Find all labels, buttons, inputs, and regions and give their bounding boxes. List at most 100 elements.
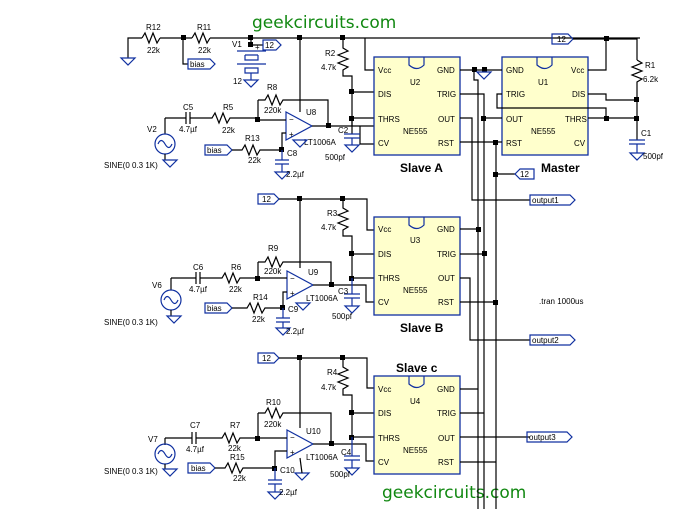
- junction: [280, 305, 285, 310]
- net-label-bias[interactable]: bias: [204, 302, 233, 314]
- opamp-u10-icon: [286, 428, 315, 460]
- u8-ref: U8: [306, 108, 317, 117]
- junction: [181, 35, 186, 40]
- r1-value: 6.2k: [643, 75, 659, 84]
- r15-ref: R15: [230, 453, 245, 462]
- svg-text:12: 12: [262, 354, 271, 363]
- c1-value: 500pf: [643, 152, 664, 161]
- svg-text:−: −: [290, 433, 295, 442]
- svg-text:DIS: DIS: [378, 250, 391, 259]
- c6-value: 4.7µf: [189, 285, 208, 294]
- net-label-12[interactable]: 12: [257, 352, 280, 364]
- junction: [634, 97, 639, 102]
- svg-text:+: +: [290, 289, 295, 298]
- v7-ref: V7: [148, 435, 158, 444]
- junction: [297, 196, 302, 201]
- svg-text:U2: U2: [410, 78, 421, 87]
- svg-text:bias: bias: [207, 304, 222, 313]
- net-label-bias[interactable]: bias: [187, 58, 216, 70]
- junction: [349, 89, 354, 94]
- slave-c-connections: output3: [460, 388, 573, 463]
- r6-value: 22k: [229, 285, 243, 294]
- svg-text:NE555: NE555: [403, 286, 428, 295]
- c2-value: 500pf: [325, 153, 346, 162]
- svg-text:12: 12: [262, 195, 271, 204]
- net-label-12[interactable]: 12: [257, 193, 280, 205]
- junction: [329, 282, 334, 287]
- svg-text:GND: GND: [506, 66, 524, 75]
- watermark-bottom: geekcircuits.com: [382, 483, 526, 503]
- svg-text:U1: U1: [538, 78, 549, 87]
- junction: [279, 147, 284, 152]
- u10-ref: U10: [306, 427, 321, 436]
- c10-value: 2.2µf: [279, 488, 298, 497]
- v2-value: SINE(0 0.3 1K): [104, 161, 158, 170]
- r12-ref: R12: [146, 23, 161, 32]
- svg-text:Vcc: Vcc: [378, 66, 391, 75]
- v1-value: 12: [233, 77, 242, 86]
- r4-ref: R4: [327, 368, 338, 377]
- r5-value: 22k: [222, 126, 236, 135]
- junction: [297, 355, 302, 360]
- svg-text:+: +: [289, 130, 294, 139]
- net-label-12[interactable]: 12: [514, 168, 535, 180]
- v1-battery-icon: [237, 50, 266, 80]
- svg-text:THRS: THRS: [565, 115, 587, 124]
- spice-directive[interactable]: .tran 1000us: [539, 297, 583, 306]
- svg-text:TRIG: TRIG: [437, 250, 456, 259]
- svg-text:DIS: DIS: [378, 90, 391, 99]
- slave-b-title: Slave B: [400, 321, 444, 335]
- svg-text:output3: output3: [529, 433, 556, 442]
- bias-network: bias R12 22k R11 22k V1 12 + 12: [120, 23, 640, 88]
- svg-text:OUT: OUT: [438, 115, 455, 124]
- c6-ref: C6: [193, 263, 204, 272]
- svg-text:DIS: DIS: [378, 409, 391, 418]
- junction: [329, 441, 334, 446]
- net-label-output2[interactable]: output2: [529, 334, 576, 346]
- net-label-12[interactable]: 12: [551, 33, 574, 45]
- net-label-12[interactable]: 12: [262, 39, 282, 51]
- c9-value: 2.2µf: [286, 327, 305, 336]
- opamp-u9-icon: [286, 269, 315, 301]
- junction: [248, 35, 253, 40]
- timer-u3[interactable]: Vcc DIS THRS CV GND TRIG OUT RST U3 NE55…: [373, 216, 461, 316]
- svg-text:bias: bias: [207, 146, 222, 155]
- svg-text:GND: GND: [437, 66, 455, 75]
- svg-text:TRIG: TRIG: [437, 409, 456, 418]
- junction: [482, 67, 487, 72]
- timer-u4[interactable]: Vcc DIS THRS CV GND TRIG OUT RST U4 NE55…: [373, 375, 461, 475]
- svg-text:RST: RST: [438, 298, 454, 307]
- svg-text:bias: bias: [190, 60, 205, 69]
- r5-ref: R5: [223, 103, 234, 112]
- svg-text:NE555: NE555: [403, 127, 428, 136]
- u10-part: LT1006A: [306, 453, 339, 462]
- v6-value: SINE(0 0.3 1K): [104, 318, 158, 327]
- timer-u2[interactable]: Vcc DIS THRS CV GND TRIG OUT RST U2 NE55…: [373, 56, 461, 156]
- r11-value: 22k: [198, 46, 212, 55]
- master-title: Master: [541, 161, 580, 175]
- svg-text:12: 12: [557, 35, 566, 44]
- svg-text:−: −: [289, 115, 294, 124]
- timer-u1[interactable]: GND TRIG OUT RST Vcc DIS THRS CV U1 NE55…: [501, 56, 589, 156]
- ground-icon: [243, 79, 259, 88]
- net-label-bias[interactable]: bias: [187, 462, 216, 474]
- svg-text:bias: bias: [191, 464, 206, 473]
- ground-icon: [294, 472, 310, 481]
- r4-value: 4.7k: [321, 383, 337, 392]
- junction: [476, 227, 481, 232]
- svg-text:NE555: NE555: [403, 446, 428, 455]
- ground-icon: [344, 144, 360, 153]
- slave-a-stage: R2 4.7k R8 220k − + U8 LT1006A C2 500pf …: [104, 38, 374, 180]
- junction: [349, 251, 354, 256]
- svg-text:12: 12: [265, 41, 274, 50]
- junction: [493, 140, 498, 145]
- junction: [349, 410, 354, 415]
- c3-ref: C3: [338, 287, 349, 296]
- net-label-bias[interactable]: bias: [204, 144, 233, 156]
- svg-text:NE555: NE555: [531, 127, 556, 136]
- net-label-output3[interactable]: output3: [526, 431, 573, 443]
- u9-part: LT1006A: [306, 294, 339, 303]
- r12-value: 22k: [147, 46, 161, 55]
- net-label-output1[interactable]: output1: [529, 194, 576, 206]
- c5-ref: C5: [183, 103, 194, 112]
